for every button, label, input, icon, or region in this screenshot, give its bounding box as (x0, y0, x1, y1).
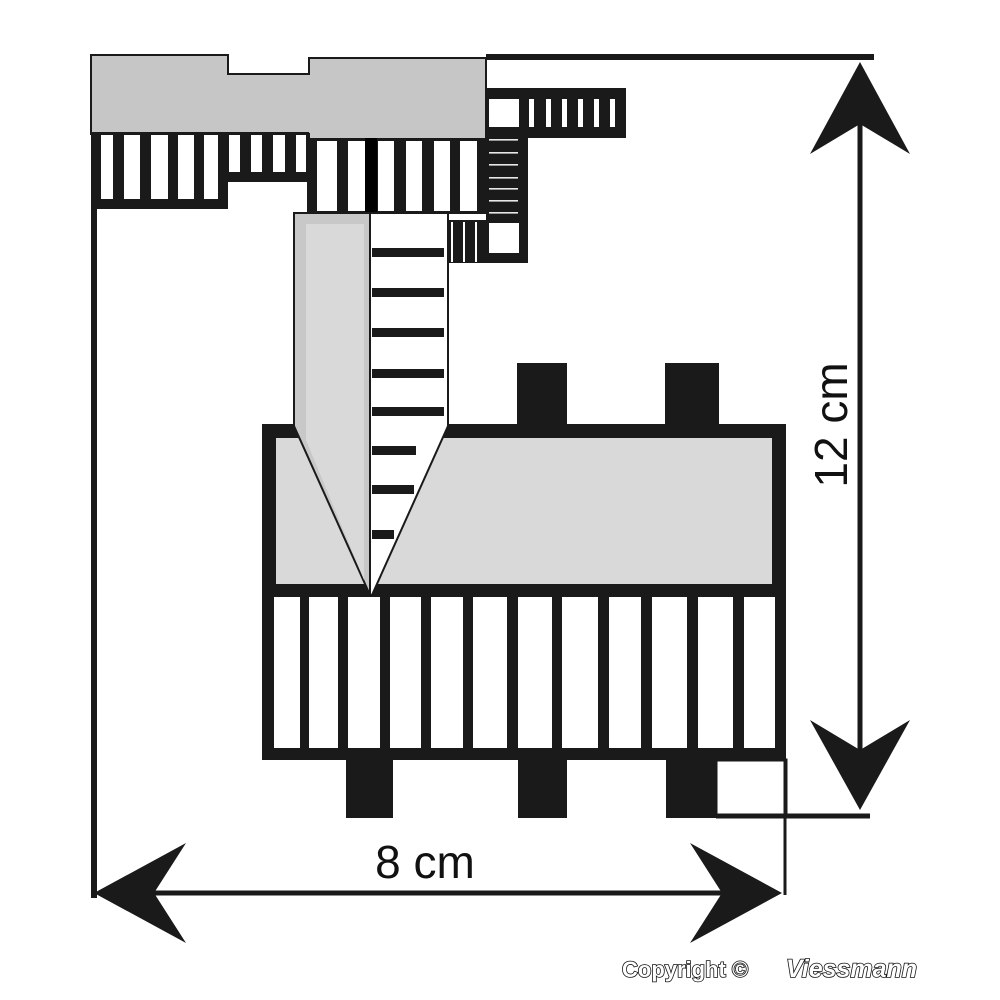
slat-gap (251, 135, 262, 172)
slat-gap (434, 141, 450, 211)
slat-gap (406, 141, 422, 211)
top-post-1 (517, 363, 567, 433)
ladder-rung (372, 485, 414, 494)
lower-slat-gap (348, 597, 380, 748)
top-post-2 (665, 363, 719, 433)
ladder-rung (372, 328, 444, 337)
arm-slat-gap (546, 99, 551, 127)
stair-step-line (489, 177, 518, 179)
lower-slat-gap (431, 597, 463, 748)
stair-small-block (448, 220, 488, 263)
corner-box (714, 758, 788, 818)
bottom-post-2 (518, 755, 567, 818)
chute-gray-highlight (306, 224, 364, 580)
arrow-right-icon (690, 843, 782, 943)
copyright-mark: Copyright © Viessmann (621, 954, 918, 984)
lower-structure (262, 212, 788, 818)
top-structure (90, 54, 626, 263)
brand-logo: Viessmann (786, 955, 917, 983)
dimension-lines (91, 54, 874, 898)
slat-gap (178, 135, 194, 199)
width-label: 8 cm (375, 836, 475, 888)
small-slat-gap (451, 222, 453, 262)
slat-gap (273, 135, 285, 172)
slat-gap (317, 141, 337, 211)
slat-gap (348, 141, 365, 211)
stair-step-line (489, 152, 518, 154)
stair-step-line (489, 139, 518, 141)
arm-slat-gap (562, 99, 567, 127)
height-label: 12 cm (805, 362, 857, 487)
lower-slat-gap (390, 597, 421, 748)
slat-gap (124, 135, 140, 199)
ladder-rung (372, 369, 444, 378)
ladder-rung (372, 407, 444, 416)
center-post (365, 138, 377, 214)
slat-gap (101, 135, 113, 199)
lower-slat-gap (274, 597, 300, 748)
ladder-rung (372, 530, 394, 539)
stair-step-line (489, 164, 518, 166)
ladder-rung (372, 446, 416, 455)
stair-step-line (489, 188, 518, 190)
lower-slat-gap (473, 597, 507, 748)
stair-step-line (489, 212, 518, 214)
slat-gap (296, 135, 306, 172)
ladder-rung (372, 248, 444, 257)
arm-slat-gap (610, 99, 615, 127)
stair-window (489, 99, 519, 127)
arrow-left-icon (94, 843, 186, 943)
arm-slat-gap (594, 99, 599, 127)
slat-gap (460, 141, 477, 211)
bottom-post-1 (346, 755, 393, 818)
slat-gap (378, 141, 394, 211)
slat-gap (204, 135, 218, 199)
chute-ladder (369, 212, 449, 596)
lower-slat-gap (309, 597, 338, 748)
stair-step-line (489, 200, 518, 202)
lower-slat-gap (698, 597, 733, 748)
arm-slat-gap (578, 99, 583, 127)
stair-window (489, 223, 519, 253)
top-gray-platform (90, 54, 487, 141)
lower-slat-gap (562, 597, 598, 748)
arm-slat-gap (529, 99, 534, 127)
lower-slat-gap (609, 597, 641, 748)
lower-slat-gap (652, 597, 687, 748)
small-slat-gap (463, 222, 465, 262)
lower-slat-gap (518, 597, 552, 748)
bottom-post-3 (666, 755, 718, 818)
ladder-rung (372, 288, 444, 297)
slat-gap (151, 135, 168, 199)
slat-gap (229, 135, 240, 172)
arrow-down-icon (810, 720, 910, 810)
small-slat-gap (475, 222, 477, 262)
arrow-up-icon (810, 62, 910, 154)
copyright-prefix: Copyright © (622, 957, 748, 982)
lower-slat-gap (744, 597, 775, 748)
